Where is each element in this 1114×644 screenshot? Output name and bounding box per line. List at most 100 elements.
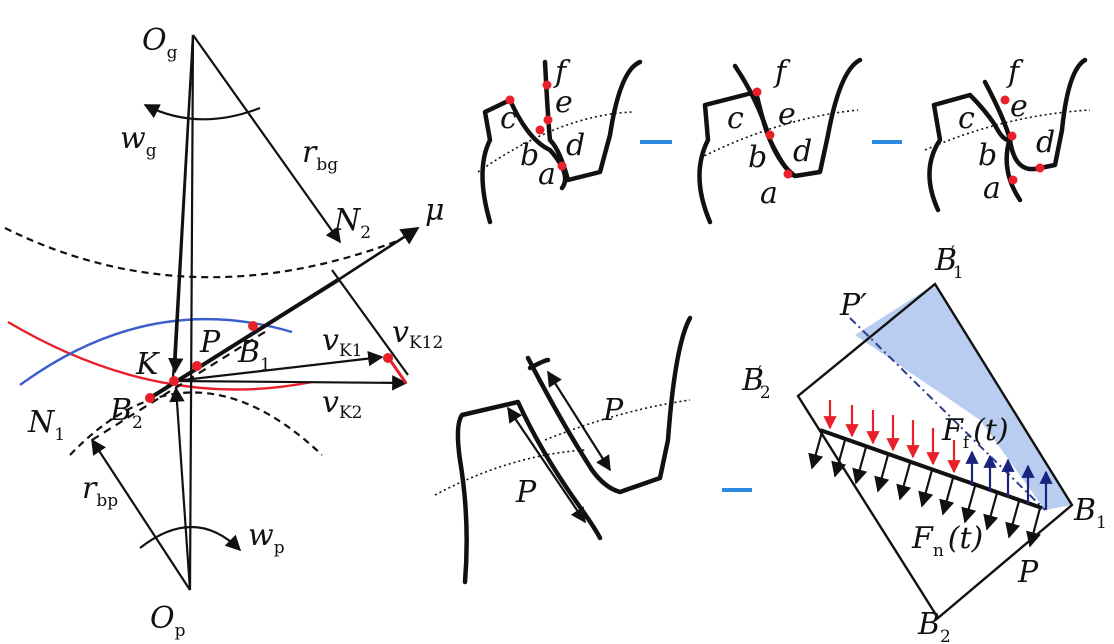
point-e xyxy=(1007,131,1017,141)
fn-label: Fn(t) xyxy=(911,521,983,561)
contact-line xyxy=(819,428,1043,510)
p-lower-label: P xyxy=(515,475,537,510)
vk2-label: vK2 xyxy=(322,385,362,423)
tooth-profile-right xyxy=(732,57,863,179)
label-c: c xyxy=(727,101,744,136)
point-c xyxy=(505,95,515,105)
ff-label: Ff(t) xyxy=(941,413,1009,453)
label-d: d xyxy=(566,128,585,163)
normal-force-arrows xyxy=(808,431,1042,548)
rbg-label: rbg xyxy=(302,135,338,175)
gear-rotation-arc xyxy=(143,104,261,121)
shaded-friction-zone xyxy=(855,284,1072,510)
point-a xyxy=(557,161,567,171)
b1-label: B1 xyxy=(237,335,271,375)
wg-label: wg xyxy=(120,121,157,161)
label-d: d xyxy=(793,134,812,169)
label-b: b xyxy=(978,138,997,173)
b2-prime-label: B′2 xyxy=(741,363,771,403)
p-upper-label: P xyxy=(602,393,624,428)
contact-rectangle xyxy=(796,282,1074,620)
label-c: c xyxy=(500,101,517,136)
red-addendum-arc xyxy=(7,320,313,391)
label-b: b xyxy=(748,140,767,175)
vk12-label: vK12 xyxy=(392,315,443,353)
og-label: Og xyxy=(142,23,178,63)
label-c: c xyxy=(958,101,975,136)
pitch-line-trace xyxy=(849,317,1046,511)
n1-label: N1 xyxy=(27,405,65,445)
meshing-stage-3: f c e b d a xyxy=(924,55,1091,213)
b2-label: B2 xyxy=(917,607,951,644)
point-c xyxy=(752,87,762,97)
label-e: e xyxy=(778,97,796,132)
p-point xyxy=(192,361,202,371)
rbp-label: rbp xyxy=(82,471,118,511)
meshing-stage-1: f c e b d a xyxy=(477,55,643,225)
b1-point xyxy=(248,321,258,331)
label-f: f xyxy=(1006,55,1024,90)
tooth-middle-inner xyxy=(527,357,551,371)
tooth-profile-lower xyxy=(1004,135,1023,203)
gear-base-circle-upper xyxy=(4,227,401,279)
b1-label: B1 xyxy=(1073,493,1107,533)
tooth-profile-right xyxy=(982,57,1088,172)
center-to-k-upper xyxy=(168,34,195,374)
mu-label: μ xyxy=(425,193,445,228)
point-f xyxy=(542,80,552,90)
point-e xyxy=(765,130,775,140)
p-prime-label: P′ xyxy=(839,288,867,323)
line-of-action xyxy=(148,278,340,400)
n2-label: N2 xyxy=(333,203,371,243)
wp-label: wp xyxy=(248,518,285,558)
pitch-line xyxy=(699,109,859,159)
line-of-action-diagram: Og Op wg wp rbg rbp N1 N2 μ K P B1 B2 vK… xyxy=(4,23,445,641)
contact-force-upper xyxy=(547,370,611,472)
vk1-label: vK1 xyxy=(322,323,362,361)
friction-arrows-red xyxy=(823,400,961,474)
k-label: K xyxy=(135,347,160,382)
point-f xyxy=(1000,95,1010,105)
pitch-line xyxy=(924,109,1091,151)
label-a: a xyxy=(538,157,556,192)
rbp-radius xyxy=(91,438,191,591)
label-d: d xyxy=(1036,125,1055,160)
vk1-tip-point xyxy=(383,353,393,363)
pinion-rotation-arc xyxy=(139,525,242,552)
point-b xyxy=(535,125,545,135)
center-to-k-lower xyxy=(169,386,192,591)
label-a: a xyxy=(760,176,778,211)
tooth-profile-left xyxy=(927,92,1015,213)
b2-point xyxy=(145,393,155,403)
k-point xyxy=(169,376,179,386)
vk1-vector xyxy=(174,350,384,383)
point-e xyxy=(543,115,553,125)
b1-prime-label: B′1 xyxy=(934,243,964,283)
contact-force-lower xyxy=(507,406,586,524)
double-contact-teeth: P P xyxy=(434,315,693,585)
vk2-vector xyxy=(174,375,408,391)
vk12-link xyxy=(331,269,409,376)
b2-label: B2 xyxy=(109,393,143,433)
p-label: P xyxy=(199,325,221,360)
label-b: b xyxy=(520,138,539,173)
label-e: e xyxy=(555,85,573,120)
rbg-radius xyxy=(192,34,341,244)
meshing-stage-2: f c e b d a xyxy=(697,55,863,225)
point-a xyxy=(783,169,793,179)
line-of-action-dashed xyxy=(91,329,269,441)
vk12-vector xyxy=(388,359,408,384)
point-d xyxy=(1035,163,1045,173)
mu-direction-arrow xyxy=(337,226,420,282)
contact-area-diagram: B′1 B′2 P′ B1 B2 P Ff(t) Fn(t) xyxy=(741,243,1107,644)
p-label: P xyxy=(1017,555,1039,590)
op-label: Op xyxy=(150,601,186,641)
label-e: e xyxy=(1010,89,1028,124)
friction-arrows-blue xyxy=(965,450,1053,510)
pitch-line xyxy=(477,111,633,173)
point-a xyxy=(1008,175,1018,185)
label-f: f xyxy=(773,55,791,90)
label-a: a xyxy=(983,171,1001,206)
pinion-base-circle-lower xyxy=(69,391,323,456)
